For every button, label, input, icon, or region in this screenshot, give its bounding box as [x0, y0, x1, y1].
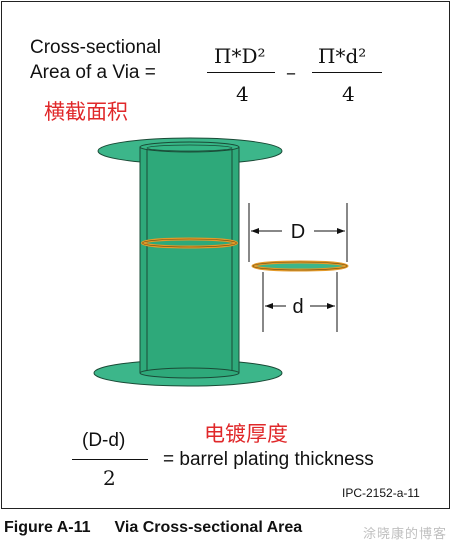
fraction1-numerator: Π*D² — [214, 44, 266, 68]
dim-d-arrow-left — [265, 303, 273, 309]
dim-D-arrow-left — [251, 228, 259, 234]
figure-caption: Figure A-11 Via Cross-sectional Area — [4, 519, 302, 537]
reference-code: IPC-2152-a-11 — [342, 486, 420, 500]
barrel-top-rim — [139, 141, 240, 153]
dim-d-arrow-right — [327, 303, 335, 309]
formula-label-line2: Area of a Via = — [30, 62, 156, 83]
thickness-fraction-bar — [72, 459, 148, 460]
minus-sign: – — [286, 60, 296, 84]
plating-thickness-cn-label: 电镀厚度 — [204, 422, 288, 446]
fraction2-denominator: 4 — [342, 82, 355, 106]
fraction2-numerator: Π*d² — [318, 44, 367, 68]
barrel-bottom-rim — [139, 367, 240, 379]
thickness-denominator: 2 — [103, 466, 116, 490]
fraction1-denominator: 4 — [236, 82, 249, 106]
barrel-cross-section-ring-outline — [142, 238, 237, 248]
dim-d-label: d — [292, 296, 303, 318]
fraction1-bar — [207, 72, 275, 73]
watermark: 涂晓康的博客 — [362, 527, 447, 542]
cross-section-cn-label: 横截面积 — [44, 100, 128, 124]
fraction2-bar — [312, 72, 382, 73]
formula-label-line1: Cross-sectional — [30, 37, 161, 58]
thickness-equals-text: = barrel plating thickness — [163, 449, 374, 470]
dim-D-label: D — [291, 221, 305, 243]
figure-number: Figure A-11 — [4, 519, 91, 536]
thickness-numerator: (D-d) — [82, 430, 126, 451]
barrel-body — [140, 147, 239, 373]
barrel-hole-top — [146, 144, 233, 152]
dim-D-arrow-right — [337, 228, 345, 234]
detached-ring-outline — [252, 261, 348, 271]
figure-title: Via Cross-sectional Area — [114, 519, 303, 536]
